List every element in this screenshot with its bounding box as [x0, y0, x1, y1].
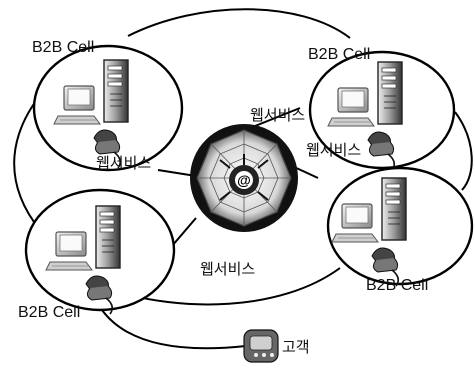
- cell-top-left: [32, 44, 184, 172]
- link-top: [127, 8, 351, 39]
- link-customer: [101, 309, 247, 350]
- link-label-webservice-left: 웹서비스: [96, 154, 152, 172]
- customer-label: 고객: [282, 338, 310, 356]
- cell-top-right: [308, 50, 456, 171]
- link-label-webservice-top: 웹서비스: [250, 106, 306, 124]
- link-label-webservice-bottom: 웹서비스: [200, 260, 256, 278]
- cell-label-bottom-left: B2B Cell: [18, 304, 81, 321]
- cell-label-top-right: B2B Cell: [308, 46, 371, 63]
- link-label-webservice-right: 웹서비스: [306, 141, 362, 159]
- telephone-icon: [243, 329, 279, 363]
- link-hub-top: [249, 107, 301, 129]
- link-hub-left: [157, 169, 197, 177]
- cell-bottom-right: [326, 166, 474, 287]
- cell-bottom-left: [24, 188, 176, 315]
- web-globe-icon: @: [219, 154, 269, 201]
- svg-text:@: @: [237, 172, 251, 188]
- cell-label-top-left: B2B Cell: [32, 39, 95, 56]
- web-hub-icon: @: [190, 124, 298, 232]
- cell-label-bottom-right: B2B Cell: [366, 277, 429, 294]
- link-right: [454, 111, 473, 191]
